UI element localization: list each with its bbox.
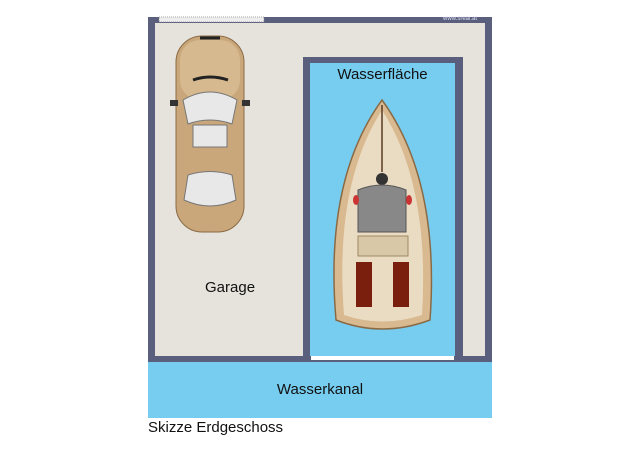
garage-door <box>158 16 265 23</box>
room-label-water-area: Wasserfläche <box>337 66 428 83</box>
basin-opening <box>311 356 454 360</box>
boat-icon <box>333 98 433 330</box>
water-canal <box>148 362 492 418</box>
watermark: www.sreal.at <box>443 16 478 22</box>
room-label-garage: Garage <box>205 279 256 296</box>
room-label-canal: Wasserkanal <box>276 381 364 398</box>
car-icon <box>170 35 250 233</box>
caption: Skizze Erdgeschoss <box>148 419 284 436</box>
